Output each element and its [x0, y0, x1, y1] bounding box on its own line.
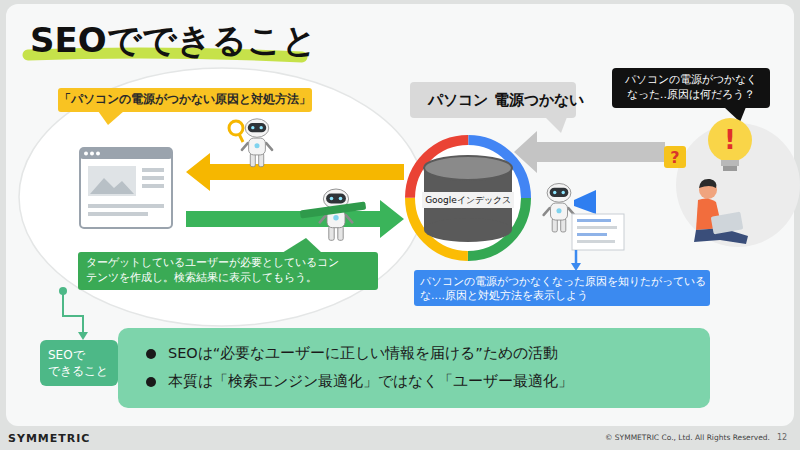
thinking-person-part — [664, 146, 686, 168]
search-bubble: パソコン 電源つかない — [410, 82, 576, 118]
node-text: パソコンの電源がつかなく なった‥原因は何だろう？ — [616, 73, 766, 103]
callout-tail — [282, 238, 322, 253]
robot-megaphone-part — [577, 226, 617, 229]
web-page-illustration-part — [84, 152, 88, 156]
blue-pointer-part — [575, 250, 578, 264]
web-page-illustration-part — [88, 166, 136, 196]
web-page-illustration-part — [80, 148, 172, 159]
node-text: SEOで できること — [48, 347, 118, 379]
bullet-row: 本質は「検索エンジン最適化」ではなく「ユーザー最適化」 — [146, 372, 573, 392]
bullet-text: SEOは“必要なユーザーに正しい情報を届ける”ための活動 — [168, 344, 558, 364]
thought-bubble: パソコンの電源がつかなく なった‥原因は何だろう？ — [612, 68, 770, 108]
robot-pencil-part — [300, 201, 366, 218]
web-page-illustration — [80, 148, 172, 228]
google-ring-part — [410, 140, 526, 256]
page-number: 12 — [772, 429, 792, 445]
node-text: 「パソコンの電源がつかない原因と対処方法」 — [59, 92, 311, 108]
bullet-dot — [146, 349, 156, 359]
content-oval — [19, 68, 425, 326]
robot-megaphone-part — [544, 184, 575, 232]
copyright: © SYMMETRIC Co., Ltd. All Rights Reserve… — [560, 429, 770, 445]
bubble-tail — [545, 117, 567, 133]
web-page-illustration-part — [142, 184, 164, 188]
thinking-person-part — [721, 160, 739, 166]
gray-arrow — [514, 131, 665, 173]
robot-magnifier-part — [239, 134, 243, 142]
green-callout: ターゲットしているユーザーが必要としているコン テンツを作成し。検索結果に表示し… — [78, 252, 378, 290]
slide-title: SEOでできること — [30, 18, 317, 64]
robot-megaphone-part — [577, 219, 611, 222]
web-page-illustration-part — [96, 152, 100, 156]
web-page-illustration-part — [142, 176, 164, 180]
web-page-illustration-part — [90, 178, 134, 194]
node-text: パソコンの電源がつかなくなった原因を知りたがっている な‥‥原因と対処方法を表示… — [420, 274, 706, 302]
thinking-person-part — [711, 212, 744, 235]
index-cylinder — [424, 156, 512, 242]
robot-megaphone — [544, 184, 624, 251]
robot-megaphone-part — [577, 240, 615, 243]
thinking-person-part — [723, 166, 737, 171]
google-ring-part — [410, 140, 526, 256]
web-page-illustration-part — [88, 212, 148, 216]
google-ring-part — [410, 140, 526, 256]
web-page-illustration-part — [90, 152, 94, 156]
thinking-person-part — [708, 118, 752, 162]
blue-callout: パソコンの電源がつかなくなった原因を知りたがっている な‥‥原因と対処方法を表示… — [414, 270, 710, 306]
green-arrow — [186, 200, 404, 238]
web-page-illustration-part — [142, 168, 164, 172]
thinking-person-part — [699, 179, 716, 188]
index-cylinder-part — [424, 218, 512, 242]
robot-megaphone-part — [572, 214, 624, 250]
robot-magnifier-part — [229, 121, 243, 135]
robot-megaphone-part — [577, 233, 607, 236]
green-leader-part — [63, 291, 83, 333]
node-text: パソコン 電源つかない — [428, 90, 583, 110]
yellow-callout: 「パソコンの電源がつかない原因と対処方法」 — [58, 88, 312, 112]
index-label: Googleインデックス — [422, 192, 514, 208]
thinking-person — [664, 118, 800, 247]
google-ring — [410, 140, 526, 256]
green-leader-part — [78, 332, 88, 340]
company-logo: SYMMETRIC — [8, 429, 98, 447]
summary-box: SEOは“必要なユーザーに正しい情報を届ける”ための活動本質は「検索エンジン最適… — [118, 328, 710, 408]
slide-card — [6, 4, 794, 426]
robot-magnifier-part — [242, 119, 272, 167]
google-ring-part — [410, 140, 526, 256]
robot-megaphone-part — [574, 190, 596, 214]
green-leader — [59, 287, 88, 340]
robot-magnifier — [229, 119, 272, 167]
index-cylinder-part — [424, 156, 512, 180]
yellow-arrow — [186, 153, 404, 191]
robot-pencil — [300, 189, 366, 240]
web-page-illustration-part — [80, 148, 172, 228]
node-text: ターゲットしているユーザーが必要としているコン テンツを作成し。検索結果に表示し… — [86, 256, 370, 286]
exclamation-mark: ! — [720, 124, 740, 156]
bullet-dot — [146, 377, 156, 387]
google-ring-part — [410, 140, 526, 256]
blue-pointer — [571, 250, 581, 271]
question-mark: ? — [664, 146, 686, 168]
node-text: Googleインデックス — [425, 194, 511, 206]
web-page-illustration-part — [88, 204, 164, 208]
callout-tail — [98, 111, 124, 125]
bullet-text: 本質は「検索エンジン最適化」ではなく「ユーザー最適化」 — [168, 372, 573, 392]
section-tag: SEOで できること — [40, 340, 118, 386]
bullet-row: SEOは“必要なユーザーに正しい情報を届ける”ための活動 — [146, 344, 558, 364]
